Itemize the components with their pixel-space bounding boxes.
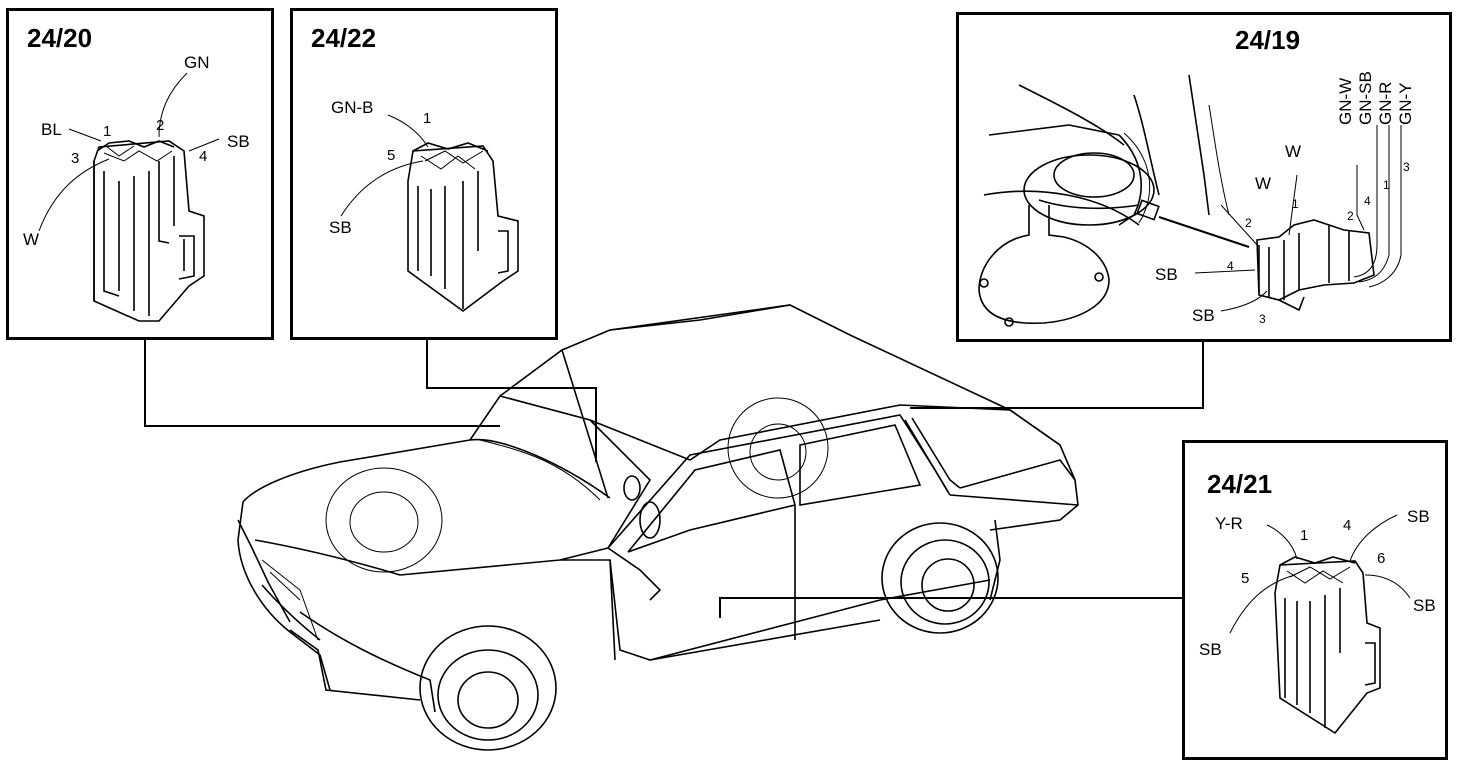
pin-5: 5	[1241, 570, 1250, 587]
label-gn: GN	[184, 53, 210, 72]
label-w-lower: W	[1255, 174, 1272, 193]
pin-1: 1	[423, 110, 432, 127]
label-gn-sb: GN-SB	[1356, 71, 1375, 125]
pin-2-top: 2	[1347, 209, 1354, 223]
leader-lines	[144, 338, 1204, 618]
connector-panel-24-20: 24/20 GN BL SB W 1 2 3 4	[6, 8, 274, 340]
label-sb-right: SB	[1413, 596, 1436, 615]
connector-panel-24-22: 24/22 GN-B SB 1 5	[290, 8, 558, 340]
panel-title: 24/22	[311, 23, 377, 53]
pin-1-top: 1	[1383, 178, 1390, 192]
pin-3: 3	[71, 150, 80, 167]
pin-5: 5	[387, 147, 396, 164]
label-gn-w: GN-W	[1336, 77, 1355, 125]
pin-1: 1	[103, 123, 112, 140]
connector-24-20-drawing	[38, 72, 220, 322]
label-sb-top-right: SB	[1407, 507, 1430, 526]
pin-2-body: 2	[1245, 216, 1252, 230]
connector-24-19-drawing	[978, 74, 1402, 327]
pin-6: 6	[1377, 550, 1386, 567]
pin-4: 4	[1343, 517, 1352, 534]
label-w-upper: W	[1285, 142, 1302, 161]
connector-24-22-drawing	[340, 114, 519, 312]
connector-24-21-drawing	[1229, 514, 1411, 735]
label-bl: BL	[41, 120, 62, 139]
label-gn-y: GN-Y	[1396, 82, 1415, 126]
connector-panel-24-19: 24/19	[956, 12, 1452, 342]
panel-title: 24/20	[27, 23, 93, 53]
label-sb-lower: SB	[1192, 306, 1215, 325]
label-gn-r: GN-R	[1376, 81, 1395, 125]
label-sb: SB	[329, 218, 352, 237]
label-gn-b: GN-B	[331, 98, 374, 117]
panel-title: 24/19	[1235, 25, 1301, 55]
car-body	[237, 304, 1079, 751]
label-sb: SB	[227, 132, 250, 151]
pin-4-body: 4	[1227, 259, 1234, 273]
label-sb-left: SB	[1199, 640, 1222, 659]
pin-2: 2	[156, 117, 165, 134]
label-w: W	[23, 230, 40, 249]
pin-1: 1	[1300, 527, 1309, 544]
label-y-r: Y-R	[1215, 514, 1243, 533]
pin-4-top: 4	[1364, 194, 1371, 208]
label-sb-upper: SB	[1155, 265, 1178, 284]
pin-3-top: 3	[1403, 160, 1410, 174]
panel-title: 24/21	[1207, 469, 1273, 499]
pin-3-body: 3	[1259, 312, 1266, 326]
pin-1-body: 1	[1292, 197, 1299, 211]
connector-panel-24-21: 24/21 Y-R SB SB SB 1 4 5 6	[1182, 440, 1448, 760]
pin-4: 4	[199, 148, 208, 165]
